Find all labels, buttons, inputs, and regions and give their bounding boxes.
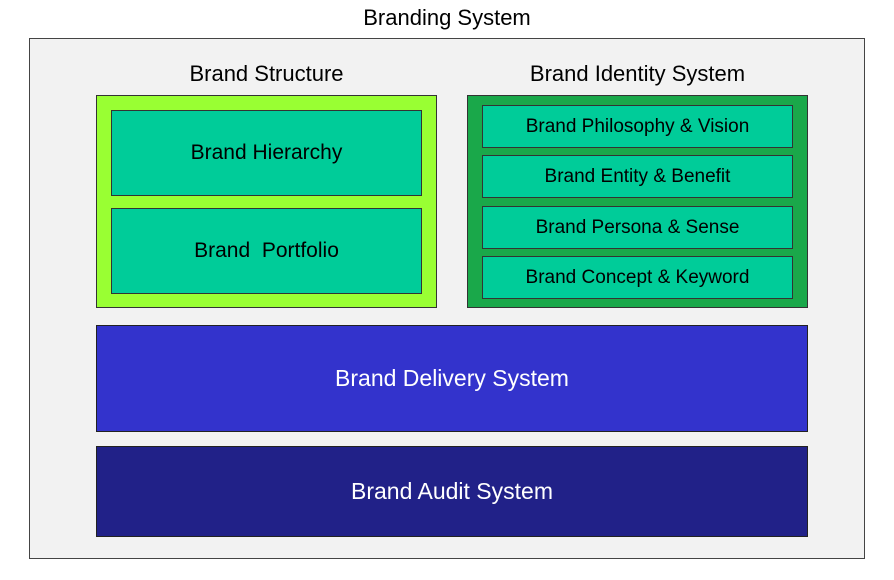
brand-entity-benefit-box: Brand Entity & Benefit — [482, 155, 793, 198]
brand-persona-sense-box: Brand Persona & Sense — [482, 206, 793, 249]
brand-structure-label: Brand Structure — [189, 61, 344, 86]
brand-delivery-system-box: Brand Delivery System — [96, 325, 808, 432]
brand-portfolio-box: Brand Portfolio — [111, 208, 422, 294]
brand-philosophy-vision-box: Brand Philosophy & Vision — [482, 105, 793, 148]
diagram-title: Branding System — [363, 5, 531, 30]
brand-hierarchy-box: Brand Hierarchy — [111, 110, 422, 196]
brand-concept-keyword-box: Brand Concept & Keyword — [482, 256, 793, 299]
brand-identity-group: Brand Philosophy & Vision Brand Entity &… — [467, 95, 808, 308]
brand-structure-group: Brand Hierarchy Brand Portfolio — [96, 95, 437, 308]
brand-identity-label: Brand Identity System — [529, 61, 746, 86]
brand-audit-system-box: Brand Audit System — [96, 446, 808, 537]
